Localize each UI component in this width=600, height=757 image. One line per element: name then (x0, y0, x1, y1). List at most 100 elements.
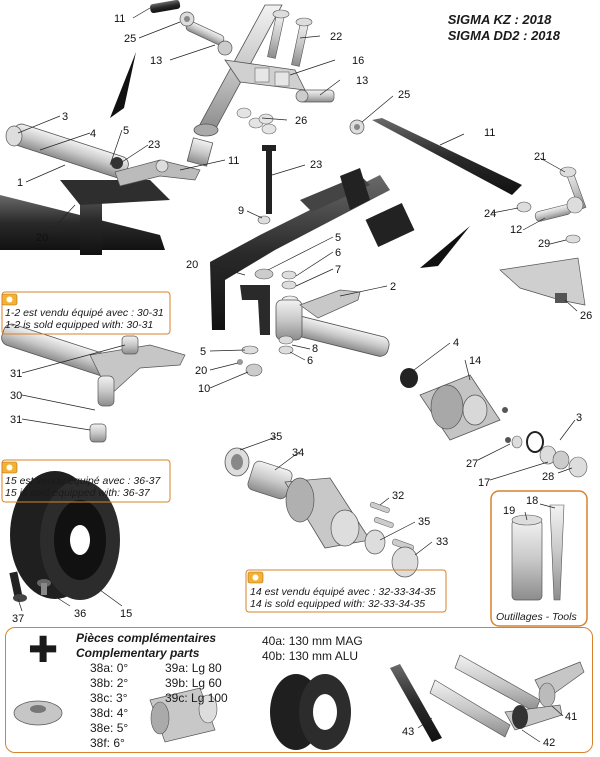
list-item: 39b: Lg 60 (165, 676, 222, 690)
complementary-title: Pièces complémentaires Complementary par… (76, 631, 216, 661)
part-label: 20 (186, 259, 198, 271)
column-bracket-16 (224, 59, 306, 91)
note-box-2 (1, 459, 171, 503)
nut-23-top (111, 157, 123, 169)
rod-end-12 (534, 196, 584, 222)
part-label: 33 (436, 536, 448, 548)
note-2-en: 15 is sold equipped with: 36-37 (5, 487, 150, 499)
nut-25-right (349, 119, 365, 135)
model-line-1: SIGMA KZ : 2018 (447, 12, 552, 27)
wheel-hub-14 (419, 374, 511, 443)
part-label: 41 (565, 711, 577, 723)
note-icon-2 (1, 461, 18, 474)
list-38: 38a: 0° 38b: 2° 38c: 3° 38d: 4° 38e: 5° … (90, 661, 128, 751)
tools-label: Outillages - Tools (496, 611, 577, 623)
part-label: 8 (312, 343, 318, 355)
note-box-1 (1, 291, 171, 335)
note-box-3 (245, 569, 447, 613)
direction-arrow-upper (110, 52, 136, 118)
part-label: 3 (576, 412, 582, 424)
complementary-title-en: Complementary parts (76, 646, 200, 660)
part-label: 21 (534, 151, 546, 163)
part-label: 10 (198, 383, 210, 395)
complementary-leader-lines (417, 705, 564, 743)
chassis-frame-left (0, 180, 170, 255)
part-label: 29 (538, 238, 550, 250)
washer-24 (516, 201, 532, 213)
bearing-35-left (224, 447, 250, 477)
note-1-fr: 1-2 est vendu équipé avec : 30-31 (5, 307, 164, 319)
part-label: 23 (148, 139, 160, 151)
plus-icon: ✚ (28, 629, 59, 670)
tie-rod-11-right (372, 118, 522, 195)
part-label: 11 (484, 127, 495, 139)
part-label: 11 (228, 155, 239, 167)
note-3-en: 14 is sold equipped with: 32-33-34-35 (250, 598, 426, 610)
part-label: 2 (390, 281, 396, 293)
note-3: 14 est vendu équipé avec : 32-33-34-35 1… (250, 586, 436, 610)
washer-29 (565, 234, 581, 244)
steering-arm-upper (114, 159, 201, 187)
part-label: 28 (542, 471, 554, 483)
part-label: 4 (90, 128, 96, 140)
note-icon-1 (1, 293, 18, 306)
list-item: 38e: 5° (90, 721, 129, 735)
part-label: 24 (484, 208, 496, 220)
part-label: 32 (392, 490, 404, 502)
stub-axle-30 (1, 323, 186, 407)
part-label: 11 (114, 13, 125, 25)
part-label: 7 (335, 264, 341, 276)
complementary-parts-drawings (13, 654, 585, 750)
part-label: 9 (238, 205, 244, 217)
washers-26 (236, 107, 277, 135)
part-number-labels: 11 25 13 22 16 13 25 26 3 4 5 23 11 1 20… (10, 13, 592, 625)
washer-9 (257, 215, 271, 225)
part-label: 19 (503, 505, 515, 517)
nut-25-upper (179, 11, 195, 27)
note-2-fr: 15 est vendu équipé avec : 36-37 (5, 475, 161, 487)
note-icon-3 (247, 571, 264, 584)
list-item: 38c: 3° (90, 691, 128, 705)
complementary-title-fr: Pièces complémentaires (76, 631, 217, 645)
part-label: 20 (195, 365, 207, 377)
ring-33 (391, 538, 419, 578)
part-label: 35 (418, 516, 430, 528)
seal-4 (400, 368, 418, 388)
part-label: 42 (543, 737, 555, 749)
list-item: 40b: 130 mm ALU (262, 649, 359, 663)
part-label: 5 (200, 346, 206, 358)
part-label: 16 (352, 55, 364, 67)
list-39: 39a: Lg 80 39b: Lg 60 39c: Lg 100 (165, 661, 228, 706)
hub-body-14b (284, 477, 371, 549)
list-item: 39c: Lg 100 (165, 691, 228, 705)
list-item: 38f: 6° (90, 736, 125, 750)
part-label: 36 (74, 608, 86, 620)
part-label: 5 (123, 125, 129, 137)
leader-lines (17, 7, 578, 612)
list-40: 40a: 130 mm MAG 40b: 130 mm ALU (262, 634, 363, 664)
part-label: 26 (580, 310, 592, 322)
list-item: 38b: 2° (90, 676, 129, 690)
spindle-2 (275, 289, 390, 357)
part-label: 14 (469, 355, 481, 367)
list-item: 38a: 0° (90, 661, 129, 675)
chassis-frame-center (210, 168, 415, 335)
pins-32 (369, 502, 394, 528)
tie-rod-end-13-upper (185, 20, 233, 56)
nuts-27-17-28-3 (511, 431, 588, 478)
complementary-parts-panel (5, 627, 593, 753)
part-label: 37 (12, 613, 24, 625)
part-label: 20 (36, 232, 48, 244)
valve-37 (9, 571, 27, 602)
direction-arrow-lower (420, 226, 470, 268)
part-label: 26 (295, 115, 307, 127)
part-label: 34 (292, 447, 304, 459)
note-1: 1-2 est vendu équipé avec : 30-31 1-2 is… (5, 307, 164, 331)
part-label: 31 (10, 414, 22, 426)
part-label: 27 (466, 458, 478, 470)
part-label: 17 (478, 477, 490, 489)
part-label: 15 (120, 608, 132, 620)
note-2: 15 est vendu équipé avec : 36-37 15 is s… (5, 475, 160, 499)
part-label: 6 (335, 247, 341, 259)
